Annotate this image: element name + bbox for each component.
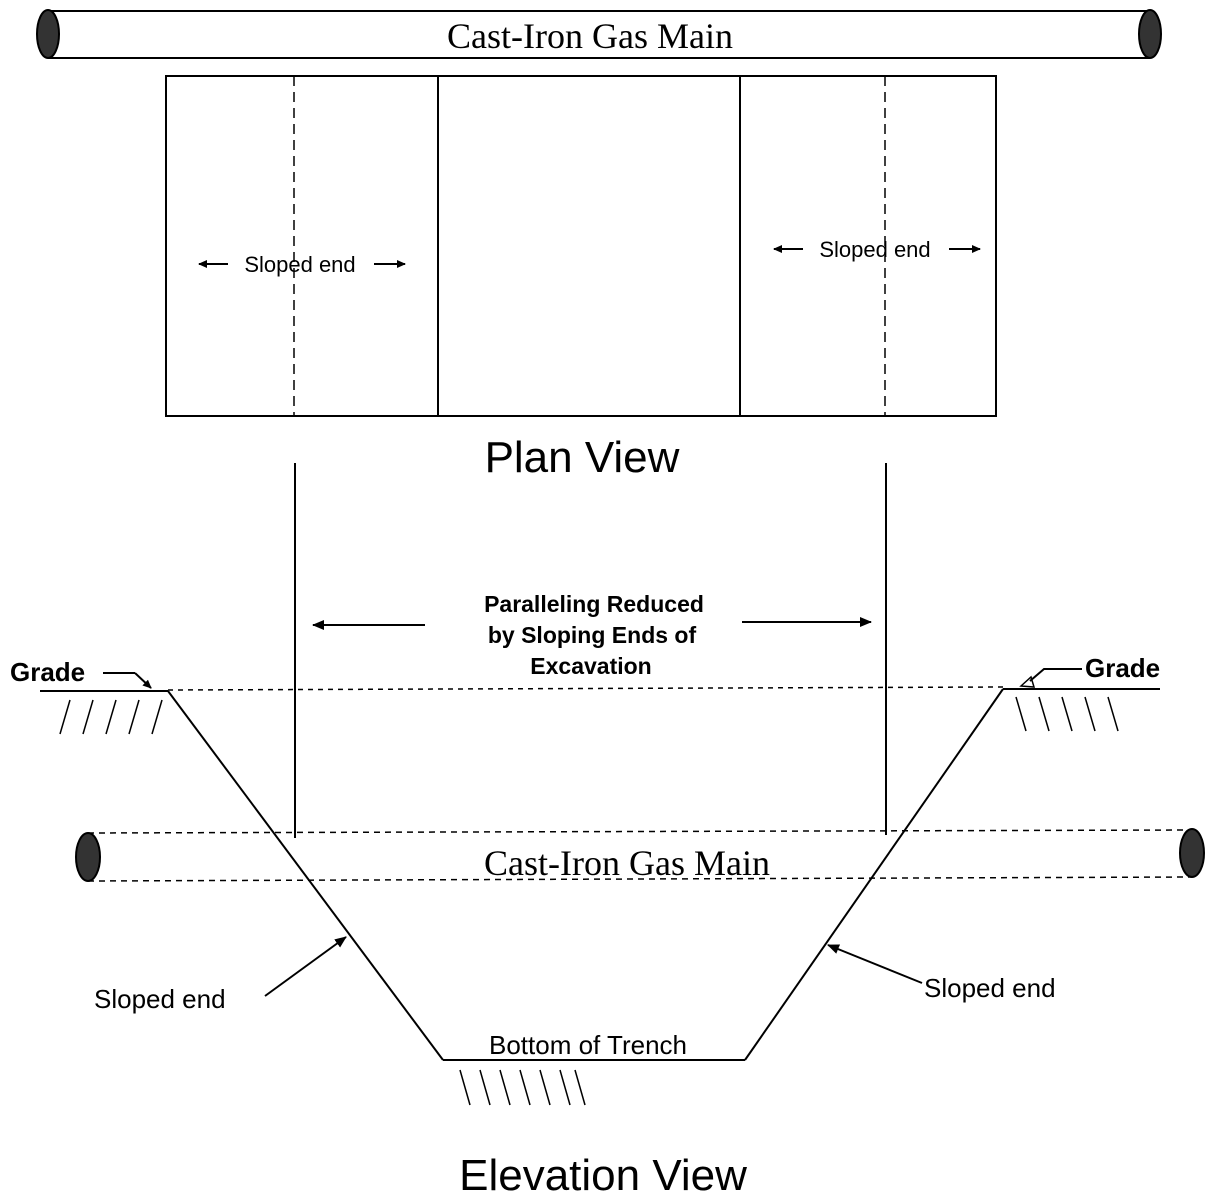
paralleling-line-1: Paralleling Reduced	[484, 591, 704, 617]
plan-right-sloped-end: Sloped end	[773, 237, 981, 262]
trench-profile: Bottom of Trench	[167, 688, 1004, 1106]
paralleling-line-3: Excavation	[530, 653, 651, 679]
elevation-view: Paralleling Reduced by Sloping Ends of E…	[10, 463, 1205, 1196]
trench-bottom-label: Bottom of Trench	[489, 1030, 687, 1060]
plan-gas-main-pipe: Cast-Iron Gas Main	[36, 9, 1162, 59]
plan-pipe-label: Cast-Iron Gas Main	[447, 16, 733, 56]
trench-right-slope	[744, 688, 1004, 1061]
plan-excavation-outline	[165, 75, 997, 417]
sloped-end-right-callout: Sloped end	[827, 944, 1056, 1003]
plan-view-title: Plan View	[485, 433, 680, 482]
sloped-end-right-label: Sloped end	[924, 973, 1056, 1003]
grade-dashed-line	[167, 686, 1004, 691]
grade-right: Grade	[1003, 653, 1160, 732]
grade-left-label: Grade	[10, 657, 85, 687]
elevation-pipe-label: Cast-Iron Gas Main	[484, 843, 770, 883]
elevation-view-title: Elevation View	[459, 1151, 747, 1196]
plan-right-sloped-label: Sloped end	[819, 237, 930, 262]
elevation-gas-main-pipe: Cast-Iron Gas Main	[75, 828, 1205, 883]
sloped-end-left-label: Sloped end	[94, 984, 226, 1014]
sloped-end-left-callout: Sloped end	[94, 936, 347, 1014]
paralleling-note: Paralleling Reduced by Sloping Ends of E…	[312, 591, 872, 679]
grade-left: Grade	[10, 657, 168, 735]
plan-left-sloped-label: Sloped end	[244, 252, 355, 277]
plan-view: Cast-Iron Gas Main Sloped end Sloped end…	[36, 9, 1162, 482]
trench-left-slope	[167, 690, 444, 1061]
plan-left-sloped-end: Sloped end	[198, 252, 406, 277]
paralleling-line-2: by Sloping Ends of	[488, 622, 697, 648]
grade-right-label: Grade	[1085, 653, 1160, 683]
